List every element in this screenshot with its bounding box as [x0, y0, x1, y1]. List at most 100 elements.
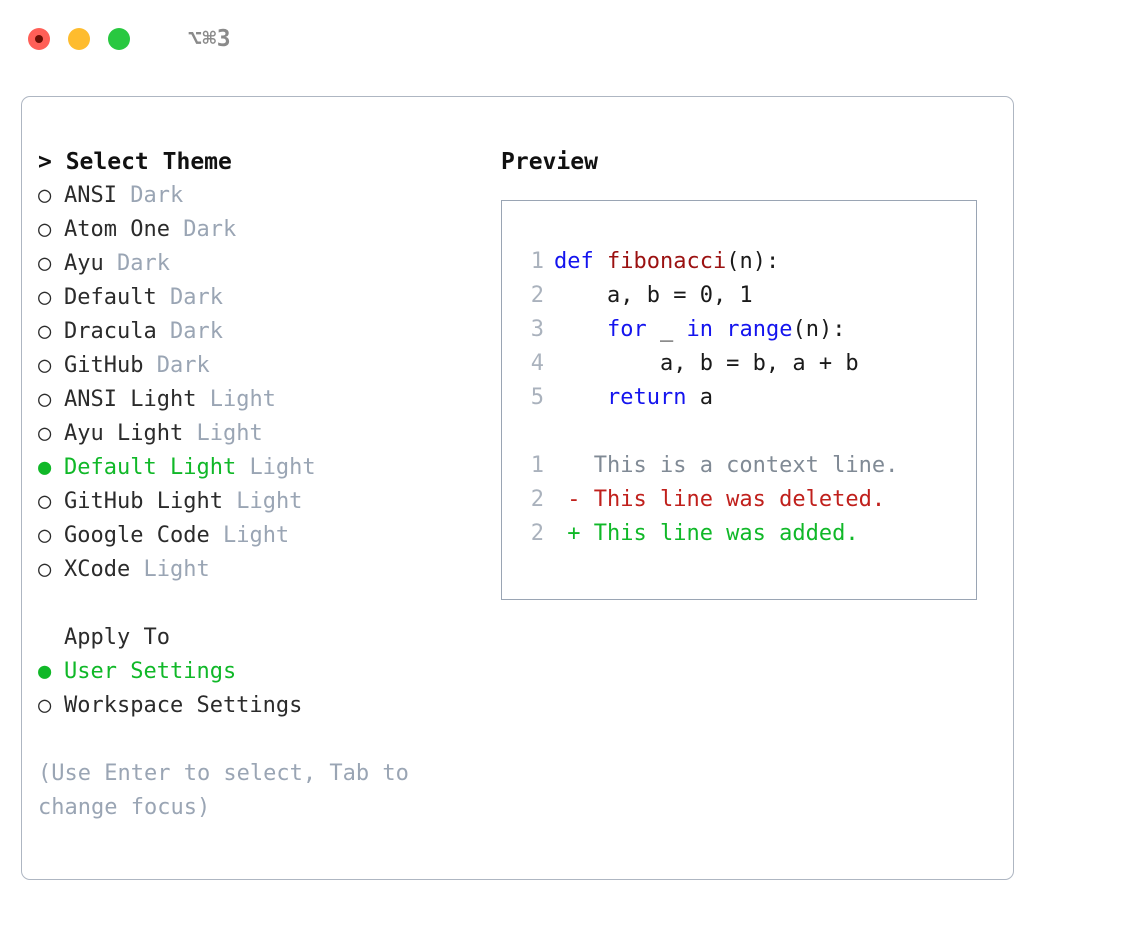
window-titlebar: ⌥⌘3 [0, 0, 1140, 78]
apply-to-option-label: User Settings [64, 659, 237, 684]
radio-unselected-icon: ○ [38, 387, 52, 412]
line-number: 2 [530, 521, 544, 546]
code-token-txt: a, b = b, a + b [554, 351, 859, 376]
diff-sample: 1 This is a context line.2 - This line w… [516, 449, 976, 551]
code-token-del: - This line was deleted. [554, 487, 886, 512]
radio-unselected-icon: ○ [38, 421, 52, 446]
radio-selected-icon: ● [38, 659, 52, 684]
theme-option-label: Default [64, 285, 157, 310]
theme-variant-badge: Light [249, 455, 316, 480]
line-number: 1 [530, 249, 544, 274]
radio-unselected-icon: ○ [38, 319, 52, 344]
code-line: 3 for _ in range(n): [516, 313, 976, 347]
apply-to-title: Apply To [64, 625, 170, 650]
code-token-txt: (n): [726, 249, 780, 274]
radio-selected-icon: ● [38, 455, 52, 480]
theme-option-ayu-light[interactable]: ○ Ayu Light Light [38, 417, 488, 451]
diff-line: 1 This is a context line. [516, 449, 976, 483]
code-token-kw: def [554, 249, 607, 274]
theme-variant-badge: Light [236, 489, 303, 514]
maximize-button[interactable] [108, 28, 130, 50]
code-token-txt [713, 317, 726, 342]
code-token-fn: fibonacci [606, 249, 727, 274]
code-token-kw: for [606, 317, 647, 342]
preview-title: Preview [501, 149, 598, 175]
radio-unselected-icon: ○ [38, 217, 52, 242]
theme-option-label: Ayu Light [64, 421, 184, 446]
theme-list: ○ ANSI Dark ○ Atom One Dark ○ Ayu Dark ○ Defaul… [38, 179, 488, 587]
code-token-kw: range [726, 317, 793, 342]
radio-unselected-icon: ○ [38, 523, 52, 548]
theme-option-google-code[interactable]: ○ Google Code Light [38, 519, 488, 553]
radio-unselected-icon: ○ [38, 251, 52, 276]
theme-variant-badge: Light [196, 421, 263, 446]
theme-option-label: Google Code [64, 523, 210, 548]
theme-option-atom-one[interactable]: ○ Atom One Dark [38, 213, 488, 247]
theme-option-dracula[interactable]: ○Dracula Dark [38, 315, 488, 349]
code-token-txt: _ [646, 317, 687, 342]
code-line: 1 def fibonacci(n): [516, 245, 976, 279]
apply-to-option-label: Workspace Settings [64, 693, 303, 718]
theme-variant-badge: Dark [130, 183, 184, 208]
theme-option-ayu[interactable]: ○ Ayu Dark [38, 247, 488, 281]
code-token-txt: a, b = 0, 1 [554, 283, 753, 308]
theme-option-github-light[interactable]: ○GitHub Light Light [38, 485, 488, 519]
diff-line: 2 - This line was deleted. [516, 483, 976, 517]
radio-unselected-icon: ○ [38, 489, 52, 514]
theme-variant-badge: Light [222, 523, 290, 548]
radio-unselected-icon: ○ [38, 285, 52, 310]
radio-unselected-icon: ○ [38, 557, 52, 582]
close-button[interactable] [28, 28, 50, 50]
minimize-button[interactable] [68, 28, 90, 50]
radio-unselected-icon: ○ [38, 183, 52, 208]
theme-option-label: Ayu [64, 251, 104, 276]
code-token-kw: in [686, 317, 713, 342]
theme-selector-panel: > Select Theme ○ANSI Dark○Atom One Dark○… [21, 96, 1014, 880]
code-token-txt: a [686, 385, 713, 410]
line-number: 1 [530, 453, 544, 478]
apply-to-option-workspace-settings[interactable]: ○ Workspace Settings [38, 689, 488, 723]
select-theme-header: > Select Theme [38, 149, 232, 175]
theme-variant-badge: Dark [117, 251, 170, 276]
theme-option-xcode[interactable]: ○XCode Light [38, 553, 488, 587]
theme-variant-badge: Dark [169, 319, 223, 344]
code-token-txt [554, 317, 607, 342]
code-line: 2 a, b = 0, 1 [516, 279, 976, 313]
theme-option-label: ANSI [64, 183, 117, 208]
radio-unselected-icon: ○ [38, 353, 52, 378]
section-spacer [38, 587, 488, 621]
apply-to-list: ● User Settings ○ Workspace Settings [38, 655, 488, 723]
theme-option-github[interactable]: ○ GitHub Dark [38, 349, 488, 383]
line-number: 2 [530, 283, 544, 308]
theme-list-column: > Select Theme ○ANSI Dark○Atom One Dark○… [38, 145, 488, 825]
keyboard-shortcut-label: ⌥⌘3 [188, 25, 232, 52]
theme-option-label: XCode [64, 557, 131, 582]
code-diff-spacer [516, 415, 976, 449]
line-number: 2 [530, 487, 544, 512]
code-token-txt [554, 385, 607, 410]
theme-option-default-light[interactable]: ●Default Light Light [38, 451, 488, 485]
theme-variant-badge: Dark [156, 353, 210, 378]
apply-to-option-user-settings[interactable]: ● User Settings [38, 655, 488, 689]
keyboard-hint-text: (Use Enter to select, Tab to change focu… [38, 761, 423, 820]
code-line: 5 return a [516, 381, 976, 415]
theme-variant-badge: Dark [183, 217, 237, 242]
radio-unselected-icon: ○ [38, 693, 52, 718]
theme-option-ansi[interactable]: ○ ANSI Dark [38, 179, 488, 213]
theme-option-label: ANSI Light [64, 387, 197, 412]
line-number: 4 [530, 351, 544, 376]
line-number: 3 [530, 317, 544, 342]
theme-variant-badge: Dark [169, 285, 223, 310]
theme-option-default[interactable]: ○ Default Dark [38, 281, 488, 315]
theme-option-label: Atom One [64, 217, 170, 242]
line-number: 5 [530, 385, 544, 410]
theme-option-ansi-light[interactable]: ○ANSI Light Light [38, 383, 488, 417]
code-token-add: + This line was added. [554, 521, 859, 546]
code-token-txt: (n): [792, 317, 846, 342]
theme-option-label: GitHub [64, 353, 144, 378]
window-controls [28, 28, 130, 50]
